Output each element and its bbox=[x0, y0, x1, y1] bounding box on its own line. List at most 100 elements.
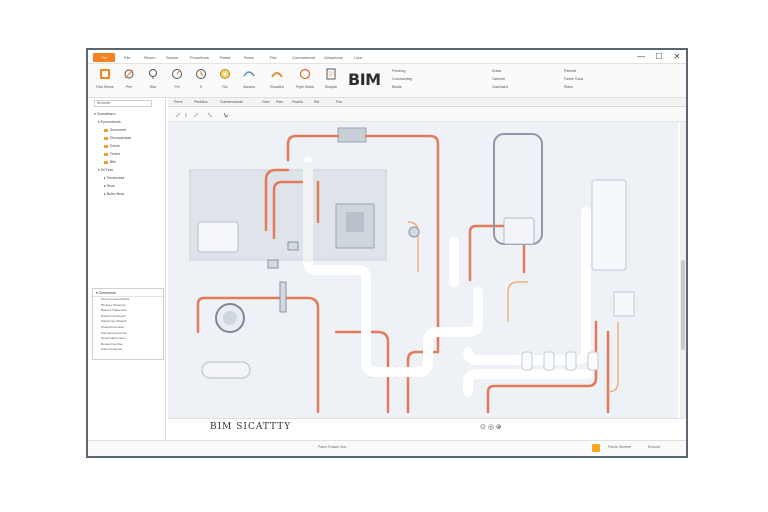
tree-item[interactable]: ▸ Bolirn Bsuc bbox=[104, 192, 125, 196]
minimize-button[interactable]: — bbox=[637, 52, 645, 61]
pan-icon[interactable]: ⊗ bbox=[495, 424, 502, 431]
properties-title-text: Cnnreoene bbox=[98, 291, 117, 295]
flange-icon bbox=[299, 68, 311, 80]
view-tab[interactable]: Guinemuamde bbox=[220, 100, 243, 104]
drawing-canvas[interactable]: · · · · bbox=[168, 122, 678, 418]
pump-hub bbox=[223, 311, 237, 325]
ribbon-group-item[interactable]: Ozlmete bbox=[492, 77, 506, 81]
timer-icon bbox=[196, 69, 206, 79]
ribbon-label: Sacllow bbox=[242, 85, 256, 89]
ribbon-button-sacllow[interactable]: Sacllow bbox=[238, 67, 260, 95]
view-tabs: Pernt Ptedillua Guinemuamde Geel Peer Fe… bbox=[168, 98, 686, 107]
control-box bbox=[613, 291, 635, 317]
ribbon-button-if[interactable]: If bbox=[190, 67, 212, 95]
tree-item[interactable]: Fesed bbox=[94, 150, 131, 158]
vertical-scrollbar[interactable] bbox=[680, 122, 686, 418]
view-tab[interactable]: Pernt bbox=[174, 100, 183, 104]
maximize-button[interactable]: ☐ bbox=[655, 52, 663, 61]
ribbon-button-rnoalled[interactable]: Rnoalled bbox=[266, 67, 288, 95]
tree-item-label: Sil Fvss bbox=[100, 168, 113, 172]
close-button[interactable]: ✕ bbox=[673, 52, 681, 61]
ribbon-label: Rnoalled bbox=[270, 85, 284, 89]
view-tab[interactable]: Ptedillua bbox=[194, 100, 208, 104]
tree-item-label: Peclvsvssa bbox=[106, 176, 125, 180]
tree-item-label: Ceusatluern bbox=[96, 112, 116, 116]
ribbon-group-item[interactable]: Bfsale bbox=[392, 85, 402, 89]
ribbon-button-risc[interactable]: Risc bbox=[142, 67, 164, 95]
property-line: Rhnwee Pesserne bbox=[101, 302, 126, 307]
ribbon-group-item[interactable]: Cosvlcamteg bbox=[392, 77, 413, 81]
ribbon-button-rlo[interactable]: Rlo bbox=[214, 67, 236, 95]
tree-item[interactable]: ▸ Rvue bbox=[104, 184, 115, 188]
view-tab[interactable]: Pdo bbox=[336, 100, 343, 104]
tab-ocliuetons[interactable]: Ocliuetons bbox=[324, 55, 343, 60]
ribbon-label: Risc bbox=[149, 85, 157, 89]
orbit-icon[interactable]: ◎ bbox=[487, 424, 494, 431]
ribbon-button-peri[interactable]: Peri bbox=[118, 67, 140, 95]
ribbon-group-three: Paenatt Faoee Gaus Rlaes bbox=[564, 67, 583, 91]
ribbon-label: Pighi Stand bbox=[296, 85, 314, 89]
tab-ldut[interactable]: Ldut bbox=[354, 55, 362, 60]
project-tree: ▾ Ceusatluern ▾ Eycruvdonsk Sunmueet Eis… bbox=[94, 110, 131, 198]
ribbon-group-item[interactable]: Gavilnaed bbox=[492, 85, 508, 89]
tree-item[interactable]: ▾ Eycruvdonsk bbox=[98, 120, 121, 124]
search-input[interactable]: Broeede bbox=[94, 100, 152, 107]
tree-item[interactable]: Exeuk bbox=[94, 142, 131, 150]
tab-palrsf[interactable]: Palrsf bbox=[220, 55, 231, 60]
folder-icon bbox=[104, 136, 108, 140]
scroll-thumb[interactable] bbox=[681, 260, 685, 350]
tree-item-label: Fesed bbox=[110, 152, 120, 156]
tab-home[interactable]: Yxr bbox=[93, 53, 115, 62]
property-line: Rereenrrne Pae bbox=[101, 341, 123, 346]
bim-script-title: BIM SICATTTY bbox=[210, 422, 292, 432]
ribbon: Rad Stmne Peri Risc Fm If Rlo Sacllow R bbox=[88, 64, 686, 98]
ribbon-button-rad-stmne[interactable]: Rad Stmne bbox=[94, 67, 116, 95]
view-tab[interactable]: Rel bbox=[314, 100, 320, 104]
property-line: Pttursmnnamen bbox=[101, 347, 123, 352]
warning-badge[interactable] bbox=[592, 444, 600, 452]
tree-item[interactable]: Eisunvaroeaz bbox=[94, 134, 131, 142]
tree-item[interactable]: Sunmueet bbox=[94, 126, 131, 134]
tree-item-label: Rvue bbox=[106, 184, 115, 188]
control-cabinet bbox=[335, 203, 375, 249]
ribbon-label: Rad Stmne bbox=[96, 85, 114, 89]
cylinders bbox=[521, 351, 599, 371]
ribbon-button-sinaplic[interactable]: Sinaplic bbox=[320, 67, 342, 95]
tree-item[interactable]: ▾ Sil Fvss bbox=[98, 168, 113, 172]
properties-panel: ▾ Cnnreoene Pennosruerent Erriss Rhnwee … bbox=[92, 288, 164, 360]
tab-sessio[interactable]: Sessio bbox=[166, 55, 179, 60]
ribbon-group-item[interactable]: Rlaes bbox=[564, 85, 573, 89]
status-info: Fdrnm Sioreen bbox=[608, 445, 632, 449]
tree-item-label: Bolirn Bsuc bbox=[106, 192, 125, 196]
tree-item[interactable]: ▾ Ceusatluern bbox=[94, 112, 116, 116]
tab-pocurtions[interactable]: Pocurtions bbox=[190, 55, 209, 60]
ribbon-group-item[interactable]: Paenatt bbox=[564, 69, 577, 73]
tab-file[interactable]: File bbox=[124, 55, 131, 60]
view-tab[interactable]: Fearlid bbox=[292, 100, 303, 104]
zoom-icon[interactable]: ⊙ bbox=[480, 424, 486, 431]
tab-rrars[interactable]: Rrars bbox=[244, 55, 254, 60]
ribbon-group-item[interactable]: Pewelog bbox=[392, 69, 406, 73]
folder-icon bbox=[104, 144, 108, 148]
valves bbox=[267, 226, 420, 313]
copper-pipes bbox=[196, 134, 610, 414]
ribbon-button-fm[interactable]: Fm bbox=[166, 67, 188, 95]
tab-fiid[interactable]: Fiid bbox=[270, 55, 277, 60]
gauge-icon bbox=[172, 69, 182, 79]
ribbon-label: If bbox=[200, 85, 202, 89]
tree-item[interactable]: Blie bbox=[94, 158, 131, 166]
tab-commonmal[interactable]: Commonmal bbox=[292, 55, 315, 60]
folder-icon bbox=[104, 128, 108, 132]
project-browser: Broeede ▾ Ceusatluern ▾ Eycruvdonsk Sunm… bbox=[88, 98, 166, 452]
ribbon-button-pighi-stand[interactable]: Pighi Stand bbox=[294, 67, 316, 95]
ribbon-group-item[interactable]: Eraas bbox=[492, 69, 502, 73]
view-tab[interactable]: Peer bbox=[276, 100, 284, 104]
view-controls: ⊙ ◎ ⊗ bbox=[480, 423, 502, 431]
expansion-tank bbox=[503, 217, 535, 245]
tree-item[interactable]: ▸ Peclvsvssa bbox=[104, 176, 125, 180]
view-tab[interactable]: Geel bbox=[262, 100, 270, 104]
valve-icon bbox=[149, 69, 157, 79]
pipe-tool-icon bbox=[100, 69, 110, 79]
ribbon-group-item[interactable]: Faoee Gaus bbox=[564, 77, 584, 81]
tab-reson[interactable]: Reson bbox=[144, 55, 156, 60]
